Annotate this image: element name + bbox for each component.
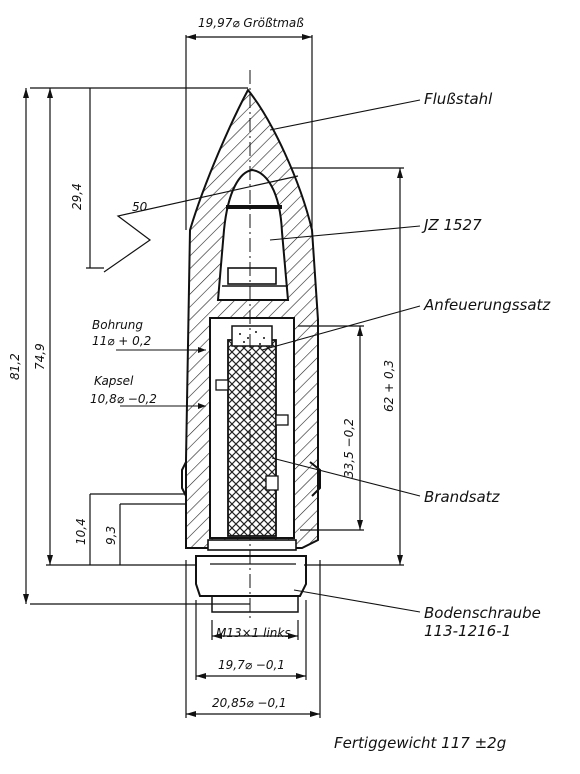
dim-29-4: 29,4 xyxy=(70,183,84,210)
arrowheads xyxy=(23,34,403,717)
dim-19-7: 19,7⌀ −0,1 xyxy=(218,658,285,672)
label-kapsel: Kapsel xyxy=(94,374,134,388)
label-jz1527: JZ 1527 xyxy=(424,216,482,234)
dim-74-9: 74,9 xyxy=(33,343,47,370)
label-kapsel-size: 10,8⌀ −0,2 xyxy=(90,392,157,406)
label-brandsatz: Brandsatz xyxy=(424,488,500,506)
dim-top-width: 19,97⌀ Größtmaß xyxy=(198,16,304,30)
fuze-cavity xyxy=(216,168,290,301)
dim-20-85: 20,85⌀ −0,1 xyxy=(212,696,287,710)
dimension-lines xyxy=(25,35,404,718)
dim-81-2: 81,2 xyxy=(8,353,22,380)
label-bohrung: Bohrung xyxy=(92,318,143,332)
label-anfeuerungssatz: Anfeuerungssatz xyxy=(424,296,551,314)
label-bohrung-size: 11⌀ + 0,2 xyxy=(92,334,152,348)
dim-62: 62 + 0,3 xyxy=(382,359,396,412)
label-bodenschraube: Bodenschraube xyxy=(424,604,541,622)
dim-33-5: 33,5 −0,2 xyxy=(342,418,356,478)
finished-weight: Fertiggewicht 117 ±2g xyxy=(334,734,507,752)
base-screw xyxy=(195,539,307,613)
label-bodenschraube-number: 113-1216-1 xyxy=(424,622,512,640)
incendiary-charge xyxy=(209,317,295,539)
dim-10-4: 10,4 xyxy=(74,518,88,545)
leader-lines xyxy=(116,99,421,613)
label-flussstahl: Flußstahl xyxy=(424,90,493,108)
dim-angle: 50 xyxy=(132,200,148,214)
dim-thread: M13×1 links xyxy=(216,626,291,640)
dim-9-3: 9,3 xyxy=(104,525,118,545)
